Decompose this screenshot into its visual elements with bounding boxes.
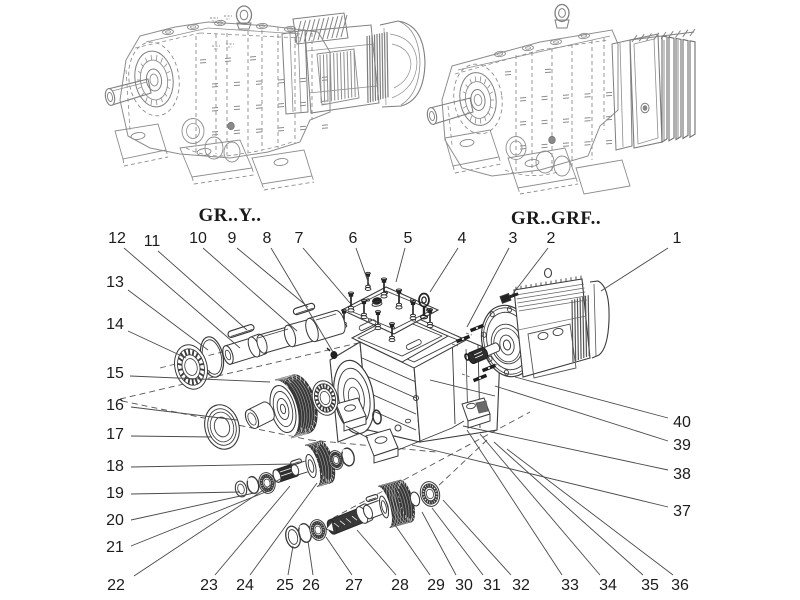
svg-text:7: 7 <box>295 230 304 247</box>
svg-text:24: 24 <box>236 577 254 594</box>
svg-text:25: 25 <box>276 577 294 594</box>
svg-text:34: 34 <box>599 577 617 594</box>
svg-text:26: 26 <box>302 577 320 594</box>
svg-text:21: 21 <box>106 539 124 556</box>
svg-text:30: 30 <box>455 577 473 594</box>
svg-text:9: 9 <box>228 230 237 247</box>
svg-text:27: 27 <box>345 577 363 594</box>
svg-text:5: 5 <box>404 230 413 247</box>
svg-text:12: 12 <box>108 230 126 247</box>
svg-text:38: 38 <box>673 466 691 483</box>
svg-text:17: 17 <box>106 426 124 443</box>
svg-text:2: 2 <box>547 230 556 247</box>
svg-text:4: 4 <box>458 230 467 247</box>
svg-text:3: 3 <box>509 230 518 247</box>
svg-text:15: 15 <box>106 365 124 382</box>
svg-text:31: 31 <box>483 577 501 594</box>
svg-text:36: 36 <box>671 577 689 594</box>
svg-text:28: 28 <box>391 577 409 594</box>
svg-text:18: 18 <box>106 458 124 475</box>
svg-text:29: 29 <box>427 577 445 594</box>
svg-text:19: 19 <box>106 485 124 502</box>
svg-text:6: 6 <box>349 230 358 247</box>
svg-text:32: 32 <box>512 577 530 594</box>
svg-text:14: 14 <box>106 316 124 333</box>
svg-text:22: 22 <box>107 577 125 594</box>
svg-text:40: 40 <box>673 414 691 431</box>
svg-text:8: 8 <box>263 230 272 247</box>
svg-text:35: 35 <box>641 577 659 594</box>
svg-text:11: 11 <box>144 233 161 250</box>
svg-text:39: 39 <box>673 437 691 454</box>
svg-text:37: 37 <box>673 503 691 520</box>
svg-text:13: 13 <box>106 274 124 291</box>
svg-text:16: 16 <box>106 397 124 414</box>
svg-text:1: 1 <box>673 230 682 247</box>
svg-text:10: 10 <box>189 230 207 247</box>
svg-text:GR..Y..: GR..Y.. <box>199 205 262 226</box>
svg-text:33: 33 <box>561 577 579 594</box>
svg-text:20: 20 <box>106 512 124 529</box>
svg-text:23: 23 <box>200 577 218 594</box>
svg-text:GR..GRF..: GR..GRF.. <box>511 208 601 229</box>
